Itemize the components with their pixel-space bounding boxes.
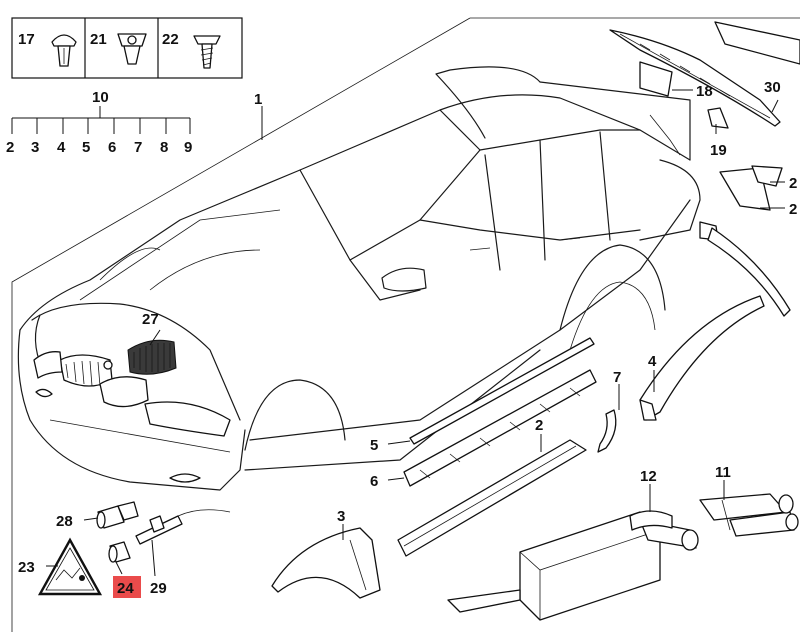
callout-29: 29	[150, 580, 167, 597]
callout-20: 2	[789, 175, 797, 192]
bracket-item: 7	[134, 139, 142, 156]
callout-1: 1	[254, 91, 262, 108]
callout-23: 23	[18, 559, 35, 576]
bracket-item: 4	[57, 139, 66, 156]
callout-28: 28	[56, 513, 73, 530]
sill-strip-upper	[409, 337, 595, 445]
callout-2: 2	[535, 417, 543, 434]
callout-5: 5	[370, 437, 378, 454]
callout-4: 4	[648, 353, 657, 370]
warning-triangle-icon	[37, 537, 103, 596]
push-rivet-icon	[51, 34, 77, 67]
kidney-grille-part	[127, 339, 177, 375]
bracket-group-10: 10 2 3 4 5 6 7 8 9	[6, 89, 192, 156]
rear-spoiler-part	[609, 21, 800, 317]
wheel-arch-trim-rear	[639, 295, 765, 421]
callout-10: 10	[92, 89, 109, 106]
diagram-frame	[11, 17, 800, 632]
wiring-harness	[135, 509, 231, 545]
bracket-item: 6	[108, 139, 116, 156]
clip-nut-icon	[117, 33, 147, 65]
bracket-item: 2	[6, 139, 14, 156]
bracket-item: 3	[31, 139, 39, 156]
callout-12: 12	[640, 468, 657, 485]
callout-7: 7	[613, 369, 621, 386]
side-skirt	[397, 439, 587, 557]
pdc-sensor	[96, 501, 139, 529]
bracket-item: 5	[82, 139, 90, 156]
callout-17: 17	[18, 31, 35, 48]
callout-labels: 1 18 19 2 2 30 27 4 7 5 6 2 3 12 11 28 2…	[18, 79, 797, 598]
front-grille	[33, 351, 231, 483]
rear-muffler	[447, 510, 699, 621]
callout-30: 30	[764, 79, 781, 96]
leader-lines	[46, 89, 785, 577]
highlight-24-box	[113, 576, 141, 598]
callout-18: 18	[696, 83, 713, 100]
callout-3: 3	[337, 508, 345, 525]
callout-21: 21	[90, 31, 107, 48]
callout-20b: 2	[789, 201, 797, 218]
callout-6: 6	[370, 473, 378, 490]
trim-clip-7	[597, 409, 617, 453]
callout-27: 27	[142, 311, 159, 328]
grommet-part	[108, 541, 131, 563]
fastener-legend-box: 17 21 22	[11, 17, 243, 79]
callout-11: 11	[715, 464, 731, 481]
callout-24: 24	[117, 580, 134, 597]
callout-22: 22	[162, 31, 179, 48]
car-body-outline	[17, 66, 701, 491]
bracket-item: 9	[184, 139, 192, 156]
wheel-arch-trim-front	[271, 527, 381, 599]
screw-icon	[193, 35, 221, 69]
exhaust-tips	[699, 493, 799, 537]
bracket-item: 8	[160, 139, 168, 156]
callout-19: 19	[710, 142, 727, 159]
sill-carrier	[403, 369, 597, 487]
